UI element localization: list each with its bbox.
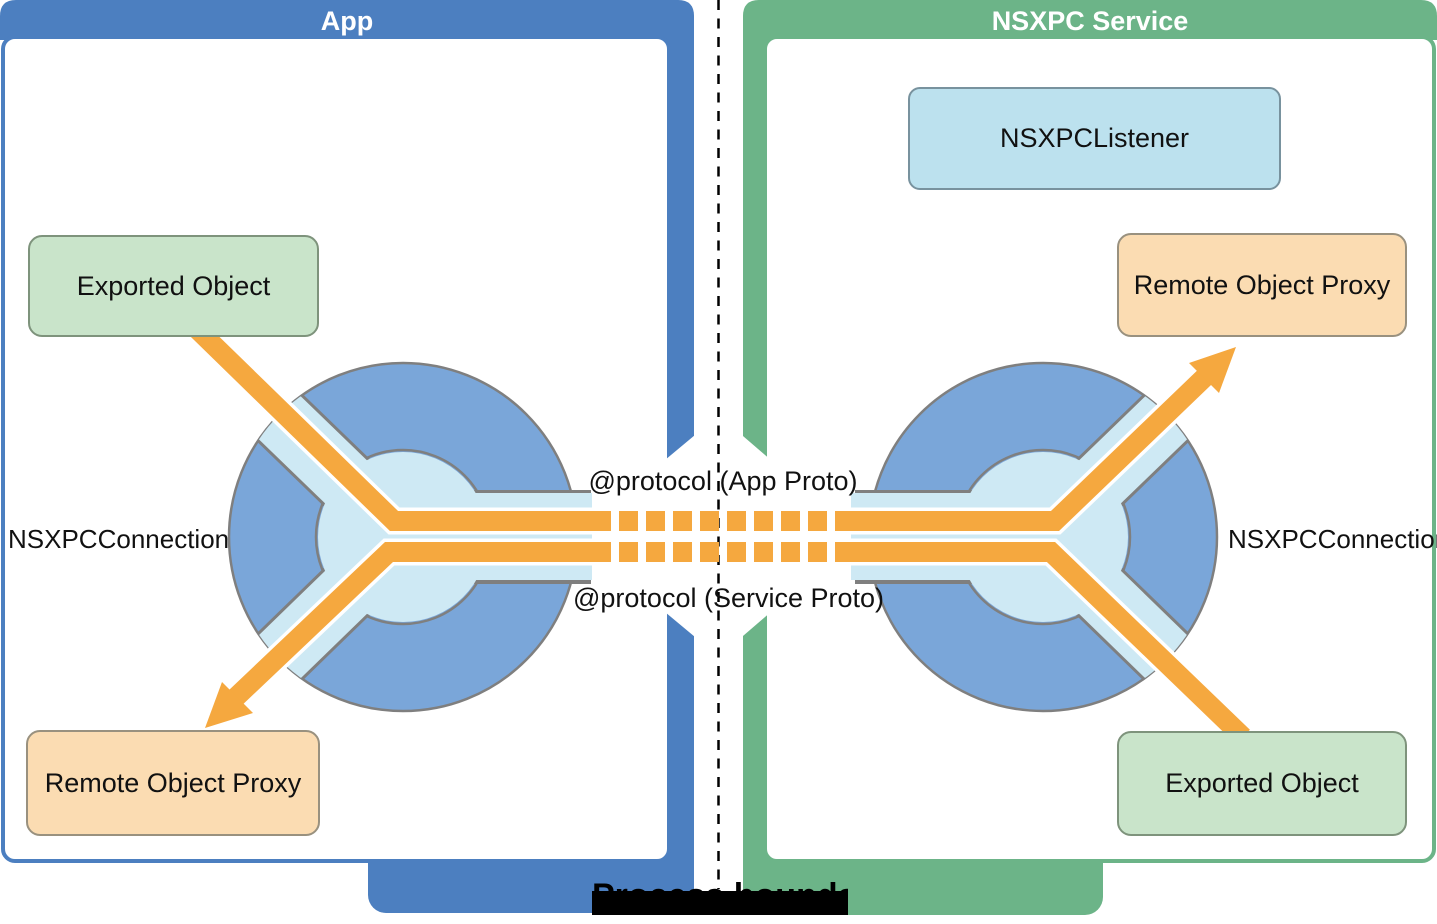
- protocol-service-label: @protocol (Service Proto): [573, 583, 885, 613]
- process-boundary-label: Process boundary: [592, 877, 848, 915]
- arrowhead-to-remote-proxy-left: [205, 682, 253, 728]
- service-panel-title: NSXPC Service: [991, 6, 1189, 36]
- exported-object-box-left: Exported Object: [28, 235, 319, 337]
- process-boundary-bar: [592, 891, 848, 915]
- arrowhead-to-remote-proxy-right: [1189, 347, 1236, 393]
- exported-object-label-right: Exported Object: [1165, 768, 1359, 798]
- protocol-arrows: [189, 320, 1251, 745]
- nsxpc-listener-label: NSXPCListener: [999, 123, 1190, 153]
- nsxpc-listener-box: NSXPCListener: [908, 87, 1281, 190]
- nsxpc-connection-label-right: NSXPCConnection: [1228, 524, 1437, 554]
- remote-object-proxy-label-left: Remote Object Proxy: [44, 767, 302, 798]
- remote-object-proxy-box-left: Remote Object Proxy: [26, 730, 320, 836]
- nsxpc-connection-label-left: NSXPCConnection: [8, 524, 230, 554]
- exported-object-label-left: Exported Object: [76, 270, 271, 301]
- protocol-app-label: @protocol (App Proto): [588, 466, 858, 496]
- app-panel-title: App: [320, 6, 374, 36]
- remote-object-proxy-label-right: Remote Object Proxy: [1133, 269, 1391, 300]
- remote-object-proxy-box-right: Remote Object Proxy: [1117, 233, 1407, 337]
- bar-gap-cutouts: [665, 430, 772, 642]
- exported-object-box-right: Exported Object: [1117, 731, 1407, 836]
